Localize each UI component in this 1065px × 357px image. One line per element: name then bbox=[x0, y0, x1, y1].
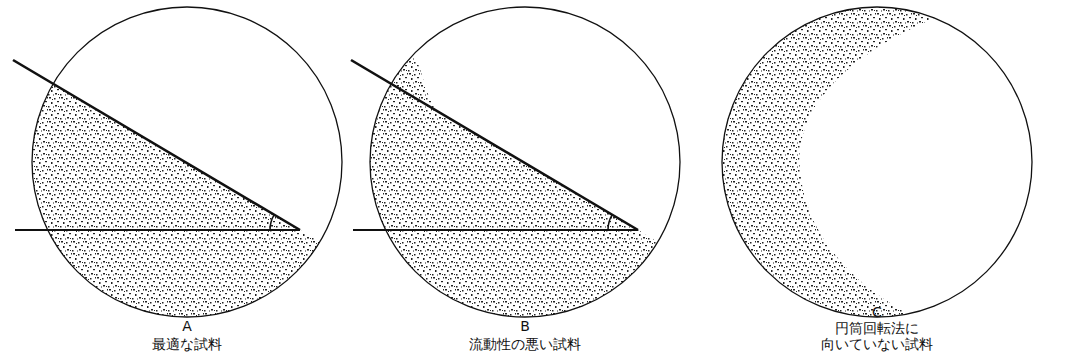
slope-line bbox=[13, 60, 300, 230]
slope-line bbox=[351, 60, 638, 230]
horizontal-line bbox=[15, 229, 300, 231]
powder-crescent bbox=[600, 0, 950, 357]
horizontal-line bbox=[353, 229, 638, 231]
powder-bed bbox=[338, 52, 738, 357]
angle-arc bbox=[608, 215, 612, 230]
drum-a bbox=[0, 7, 400, 357]
panel-caption: 流動性の悪い試料 bbox=[469, 336, 581, 352]
panel-letter: C bbox=[872, 304, 882, 320]
drum-c bbox=[600, 0, 1032, 357]
panel-caption: 最適な試料 bbox=[152, 336, 222, 352]
panel-letter: B bbox=[520, 318, 530, 334]
panel-caption: 円筒回転法に 向いていない試料 bbox=[807, 320, 947, 352]
powder-bed bbox=[0, 52, 400, 357]
drum-b bbox=[338, 7, 738, 357]
panel-letter: A bbox=[182, 318, 192, 334]
drum-outline bbox=[722, 7, 1032, 317]
angle-arc bbox=[270, 215, 274, 230]
